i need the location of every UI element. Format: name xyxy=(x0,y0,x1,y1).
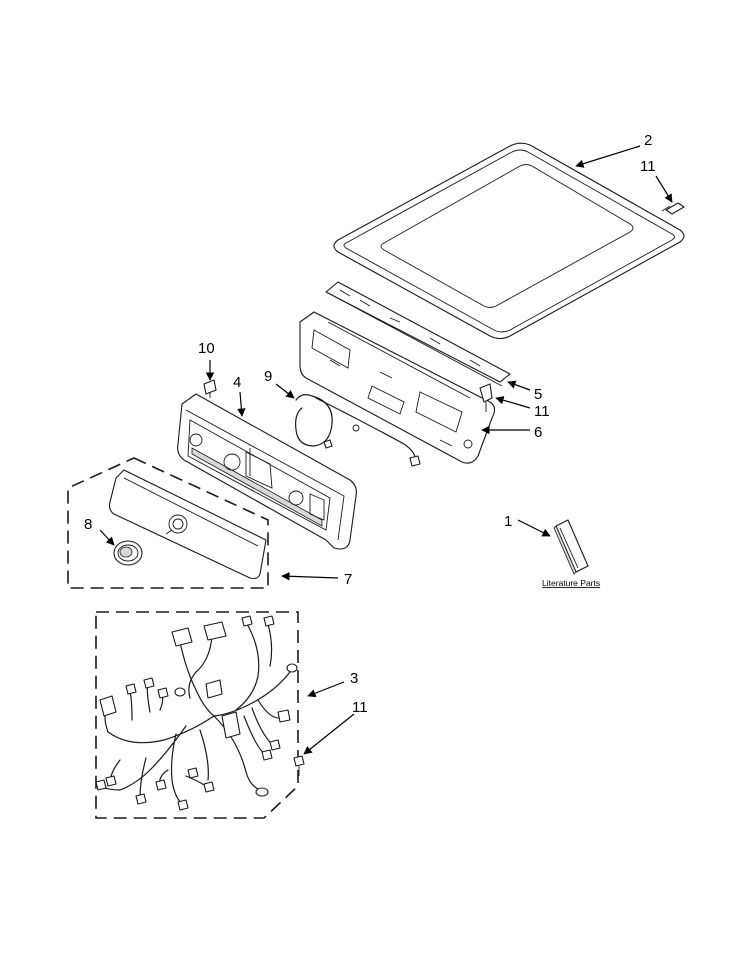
callout-top-screw: 11 xyxy=(640,158,656,175)
trim-group xyxy=(67,457,269,589)
callout-labels: 2 11 5 11 6 4 10 9 8 7 1 3 11 Literature… xyxy=(84,132,656,716)
bracket-screw xyxy=(479,383,493,412)
main-harness-group xyxy=(95,611,299,819)
callout-rear-panel: 6 xyxy=(534,424,542,441)
callout-trim: 7 xyxy=(344,571,352,588)
callout-console: 4 xyxy=(233,374,241,391)
top-panel xyxy=(333,142,685,340)
callout-harness-small: 9 xyxy=(264,368,272,385)
callout-bracket: 5 xyxy=(534,386,542,403)
literature-parts-label: Literature Parts xyxy=(542,578,600,588)
console xyxy=(177,393,357,550)
harness-screw xyxy=(293,755,305,776)
top-screw xyxy=(661,202,685,215)
knob xyxy=(113,540,143,566)
callout-main-harness: 3 xyxy=(350,670,358,687)
main-wire-harness xyxy=(95,615,298,811)
small-wire-harness xyxy=(295,394,421,467)
callout-knob: 8 xyxy=(84,516,92,533)
console-screw xyxy=(203,379,217,398)
mounting-bracket xyxy=(325,281,511,387)
rear-console-panel xyxy=(299,311,496,464)
callout-harness-screw: 11 xyxy=(352,699,368,716)
callout-console-screw: 10 xyxy=(198,340,215,357)
callout-literature: 1 xyxy=(504,513,512,530)
callout-bracket-screw: 11 xyxy=(534,403,550,420)
leader-lines xyxy=(99,145,673,755)
literature-booklet xyxy=(553,519,589,575)
callout-top-panel: 2 xyxy=(644,132,652,149)
